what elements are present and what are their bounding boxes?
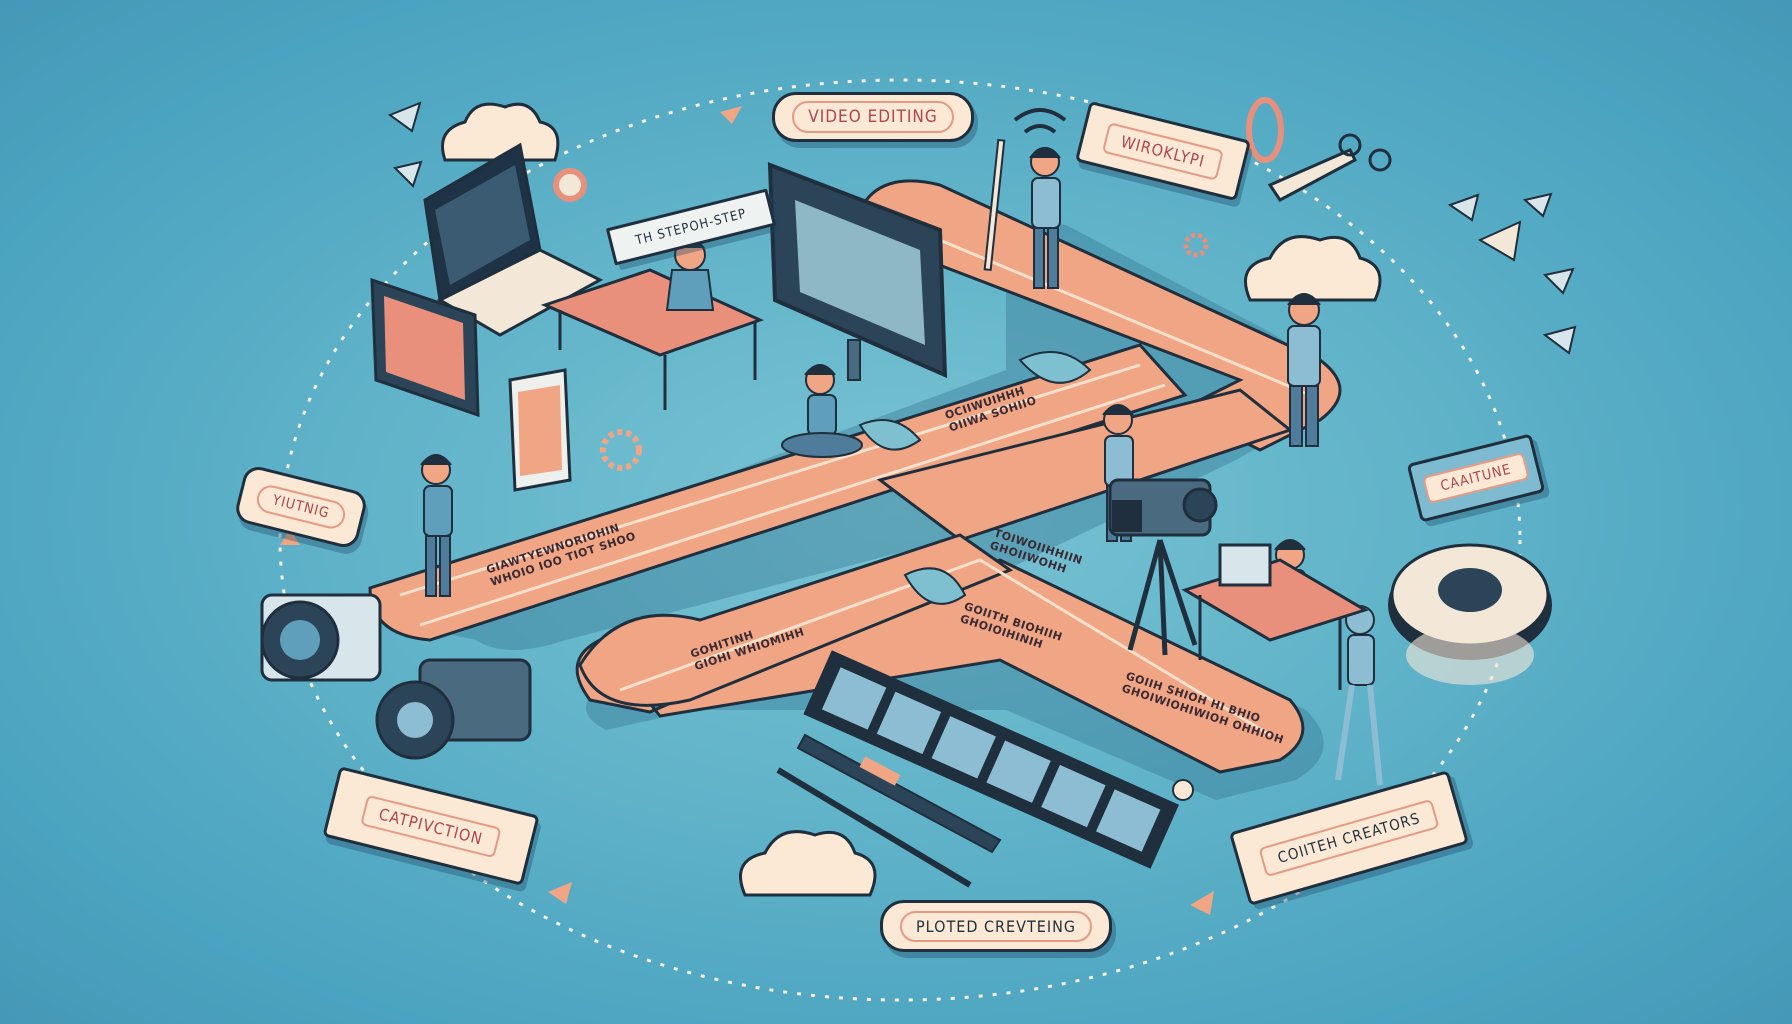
tablet-icon	[370, 277, 480, 418]
dslr-camera-icon	[375, 658, 532, 760]
dashed-orbit-path	[278, 78, 1522, 1002]
pen-icon	[776, 733, 1002, 888]
video-camera-icon	[1108, 478, 1218, 656]
person-icon	[420, 138, 1383, 786]
laptop-icon	[423, 142, 604, 337]
desk-workstation	[1181, 543, 1369, 690]
gear-icon	[1183, 232, 1209, 258]
camera-icon	[260, 593, 382, 682]
gear-icon	[600, 429, 642, 471]
arrow-icon	[1190, 891, 1214, 915]
wifi-icon	[1013, 108, 1067, 134]
desk-workstation	[540, 238, 765, 410]
leaf-icon	[858, 419, 922, 451]
arrow-icon	[548, 882, 572, 904]
scissors-icon	[1267, 133, 1392, 202]
paper-plane-icon	[387, 101, 1577, 355]
arrow-icon	[720, 106, 742, 124]
arrow-icon	[280, 529, 300, 545]
leaf-icon	[903, 567, 967, 605]
label-plotted-creating: PLOTED CREVTEING	[880, 900, 1112, 952]
gear-icon	[1388, 543, 1552, 685]
record-icon	[553, 168, 587, 202]
tape-reel-icon	[1246, 97, 1284, 163]
phone-icon	[508, 368, 572, 492]
monitor-icon	[767, 162, 948, 381]
label-video-editing: VIDEO EDITING	[772, 92, 974, 142]
lightbulb-icon	[1172, 779, 1194, 801]
cloud-icon	[441, 102, 1382, 897]
film-strip-icon	[803, 650, 1179, 869]
leaf-icon	[1018, 351, 1092, 384]
